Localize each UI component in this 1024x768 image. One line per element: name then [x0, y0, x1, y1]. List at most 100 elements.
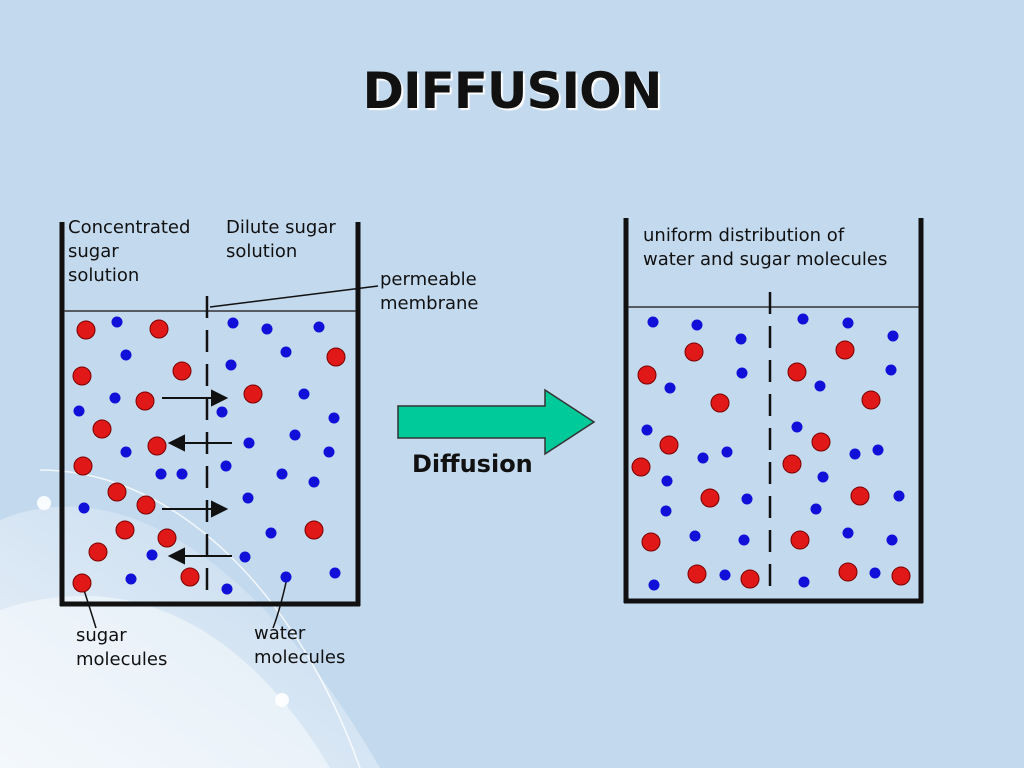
water-molecule — [239, 551, 251, 563]
water-molecule — [265, 527, 277, 539]
water-molecule — [797, 313, 809, 325]
water-molecule — [842, 527, 854, 539]
label-membrane: permeable membrane — [380, 269, 479, 314]
water-molecule — [735, 333, 747, 345]
water-molecule — [886, 534, 898, 546]
sugar-molecule — [641, 532, 661, 552]
sugar-molecule — [243, 384, 263, 404]
water-molecule — [329, 567, 341, 579]
water-molecule — [109, 392, 121, 404]
sugar-molecule — [72, 366, 92, 386]
sugar-molecule — [835, 340, 855, 360]
water-molecule — [289, 429, 301, 441]
water-molecule — [243, 437, 255, 449]
sugar-molecule — [811, 432, 831, 452]
water-molecule — [664, 382, 676, 394]
water-molecule — [111, 316, 123, 328]
water-molecule — [280, 571, 292, 583]
water-molecule — [641, 424, 653, 436]
water-molecule — [842, 317, 854, 329]
water-molecule — [242, 492, 254, 504]
left-beaker — [59, 222, 379, 629]
sugar-molecule — [631, 457, 651, 477]
sugar-molecule — [710, 393, 730, 413]
sugar-molecule — [861, 390, 881, 410]
water-molecule — [125, 573, 137, 585]
water-molecule — [221, 583, 233, 595]
water-molecule — [73, 405, 85, 417]
water-molecule — [261, 323, 273, 335]
water-molecule — [155, 468, 167, 480]
sugar-molecule — [135, 391, 155, 411]
sugar-molecule — [73, 456, 93, 476]
water-molecule — [276, 468, 288, 480]
water-molecule — [216, 406, 228, 418]
sugar-molecule — [180, 567, 200, 587]
sugar-molecule — [891, 566, 911, 586]
sugar-molecule — [149, 319, 169, 339]
sugar-molecule — [787, 362, 807, 382]
water-molecule — [885, 364, 897, 376]
water-molecule — [225, 359, 237, 371]
water-molecule — [648, 579, 660, 591]
water-molecule — [227, 317, 239, 329]
sugar-molecule — [740, 569, 760, 589]
water-molecule — [872, 444, 884, 456]
sugar-pointer — [83, 589, 97, 629]
diffusion-arrow-label: Diffusion — [412, 450, 533, 478]
label-uniform-distribution: uniform distribution of water and sugar … — [643, 225, 888, 270]
water-molecule — [798, 576, 810, 588]
water-molecule — [721, 446, 733, 458]
sugar-molecule — [88, 542, 108, 562]
sugar-molecule — [637, 365, 657, 385]
water-molecule — [78, 502, 90, 514]
water-molecule — [697, 452, 709, 464]
page-title: DIFFUSION — [362, 62, 663, 120]
water-molecule — [893, 490, 905, 502]
sugar-molecule — [107, 482, 127, 502]
diffusion-arrows — [162, 389, 232, 565]
sugar-molecule — [790, 530, 810, 550]
water-molecule — [176, 468, 188, 480]
membrane-pointer — [209, 285, 379, 308]
sugar-molecule — [687, 564, 707, 584]
sugar-molecule — [147, 436, 167, 456]
water-molecule — [810, 503, 822, 515]
sugar-molecule — [838, 562, 858, 582]
water-molecule — [736, 367, 748, 379]
water-molecule — [323, 446, 335, 458]
water-pointer — [272, 577, 288, 629]
water-molecule — [146, 549, 158, 561]
sugar-molecule — [684, 342, 704, 362]
sugar-molecule — [850, 486, 870, 506]
sugar-molecule — [92, 419, 112, 439]
water-molecule — [817, 471, 829, 483]
water-molecule — [689, 530, 701, 542]
water-molecule — [313, 321, 325, 333]
sugar-molecule — [304, 520, 324, 540]
water-molecule — [887, 330, 899, 342]
sugar-molecule — [76, 320, 96, 340]
water-molecule — [661, 475, 673, 487]
water-molecule — [791, 421, 803, 433]
sugar-molecule — [172, 361, 192, 381]
water-molecule — [280, 346, 292, 358]
water-molecule — [308, 476, 320, 488]
water-molecule — [647, 316, 659, 328]
diffusion-arrow — [397, 388, 596, 456]
sugar-molecule — [782, 454, 802, 474]
sugar-molecule — [326, 347, 346, 367]
sugar-molecule — [659, 435, 679, 455]
label-water-molecules: water molecules — [254, 623, 346, 668]
water-molecule — [328, 412, 340, 424]
water-molecule — [869, 567, 881, 579]
water-molecule — [220, 460, 232, 472]
water-molecule — [691, 319, 703, 331]
sugar-molecule — [136, 495, 156, 515]
sugar-molecule — [157, 528, 177, 548]
label-dilute: Dilute sugar solution — [226, 217, 336, 262]
water-molecule — [719, 569, 731, 581]
label-sugar-molecules: sugar molecules — [76, 625, 168, 670]
water-molecule — [660, 505, 672, 517]
